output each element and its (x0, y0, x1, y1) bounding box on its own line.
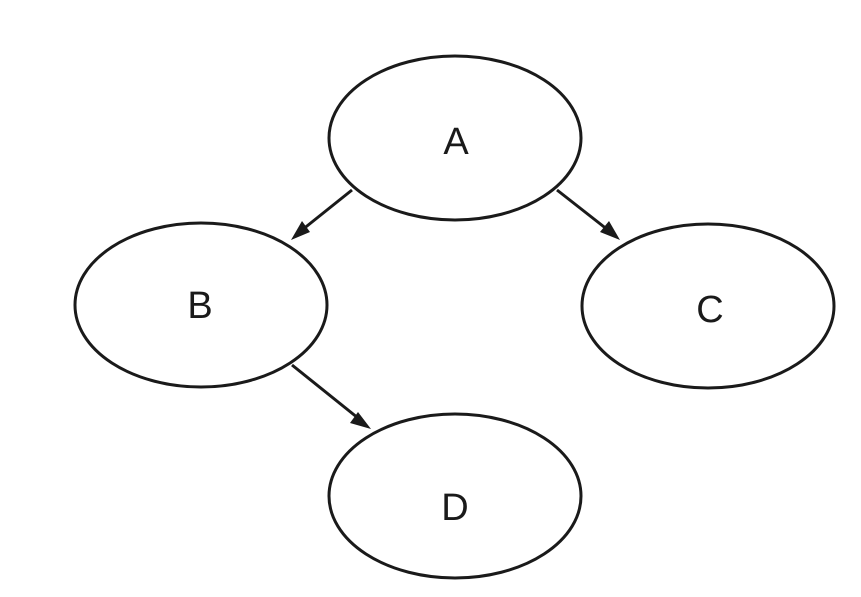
node-c: C (580, 222, 836, 390)
arrowhead-icon (600, 221, 620, 240)
node-b: B (73, 221, 329, 389)
node-b-ellipse (73, 221, 329, 389)
node-b-label: B (187, 285, 212, 327)
arrowhead-icon (291, 221, 310, 240)
edge-a-to-c (556, 188, 620, 240)
arrowhead-icon (350, 412, 371, 429)
node-a: A (327, 54, 583, 222)
node-d: D (327, 412, 583, 580)
node-a-label: A (443, 121, 469, 163)
edge-a-to-b (291, 188, 353, 240)
node-a-ellipse (327, 54, 583, 222)
node-d-label: D (441, 487, 468, 529)
node-c-label: C (696, 289, 723, 331)
edge-b-to-d (291, 363, 371, 429)
node-c-ellipse (580, 222, 836, 390)
node-d-ellipse (327, 412, 583, 580)
